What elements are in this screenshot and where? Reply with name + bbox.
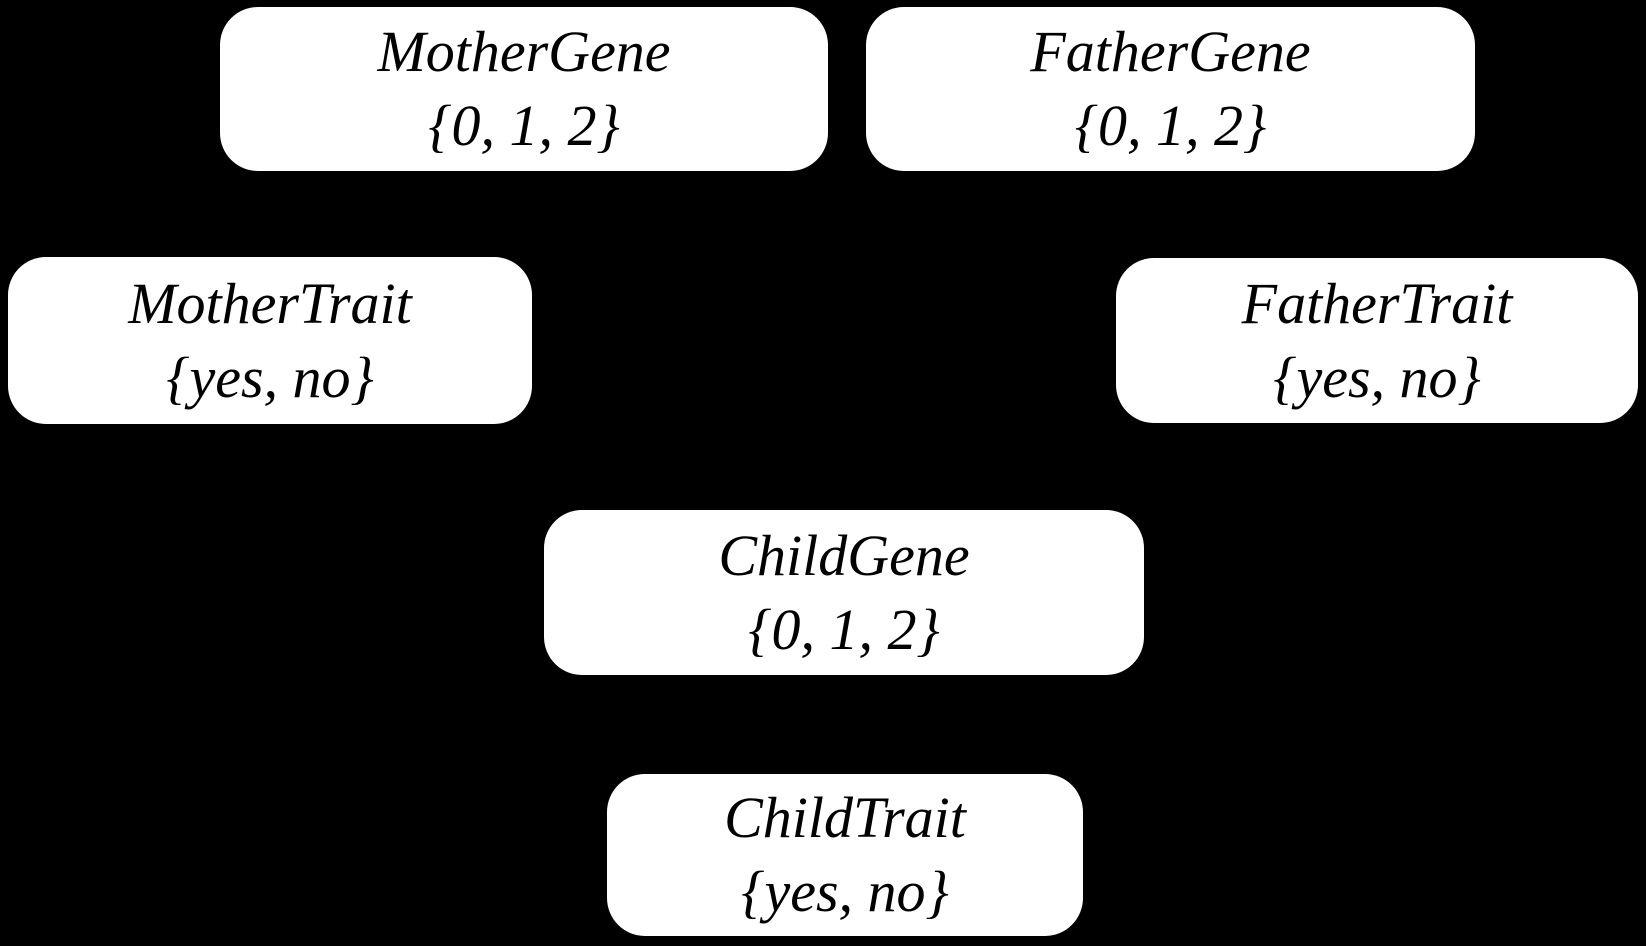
node-childgene: ChildGene {0, 1, 2} bbox=[544, 510, 1144, 675]
node-fathergene: FatherGene {0, 1, 2} bbox=[866, 7, 1475, 171]
node-childtrait-label: ChildTrait bbox=[724, 785, 966, 850]
node-childgene-domain: {0, 1, 2} bbox=[748, 596, 940, 662]
node-mothergene-domain: {0, 1, 2} bbox=[428, 93, 620, 158]
node-fathertrait-label: FatherTrait bbox=[1241, 270, 1513, 336]
node-mothertrait: MotherTrait {yes, no} bbox=[8, 257, 532, 424]
node-mothertrait-domain: {yes, no} bbox=[166, 344, 374, 410]
node-childtrait-domain: {yes, no} bbox=[741, 859, 949, 924]
node-mothergene: MotherGene {0, 1, 2} bbox=[220, 7, 828, 171]
node-mothergene-label: MotherGene bbox=[377, 19, 671, 84]
node-fathergene-label: FatherGene bbox=[1030, 19, 1311, 84]
node-mothertrait-label: MotherTrait bbox=[128, 270, 412, 336]
node-fathertrait-domain: {yes, no} bbox=[1273, 344, 1481, 410]
node-childtrait: ChildTrait {yes, no} bbox=[607, 774, 1083, 936]
node-fathergene-domain: {0, 1, 2} bbox=[1074, 93, 1267, 158]
node-fathertrait: FatherTrait {yes, no} bbox=[1116, 258, 1638, 423]
node-childgene-label: ChildGene bbox=[718, 522, 970, 588]
